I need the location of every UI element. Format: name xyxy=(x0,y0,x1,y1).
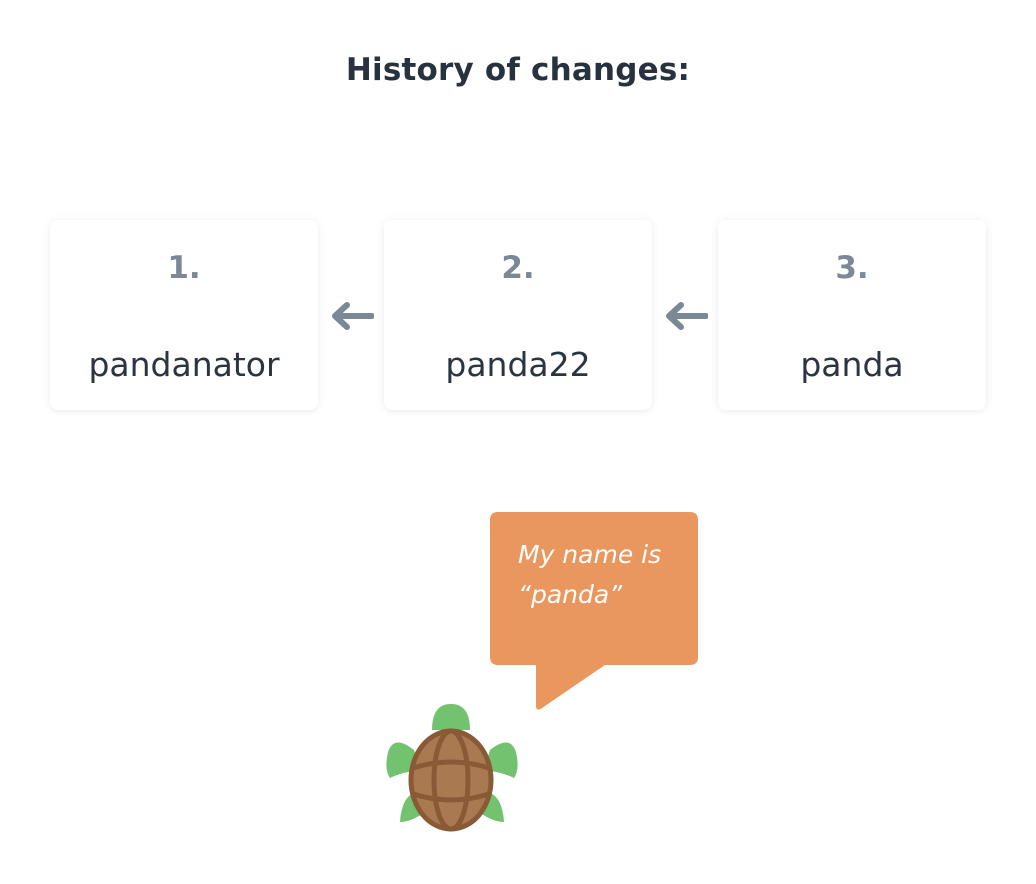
history-card-number: 1. xyxy=(167,250,201,286)
speech-bubble-text: My name is “panda” xyxy=(518,535,688,615)
arrow-left-icon xyxy=(332,302,374,330)
history-card-2: 2. panda22 xyxy=(384,220,652,410)
history-card-name: panda22 xyxy=(445,345,591,384)
speech-line-2: “panda” xyxy=(518,580,623,609)
speech-line-1: My name is xyxy=(518,540,662,569)
history-card-name: panda xyxy=(800,345,904,384)
history-card-number: 2. xyxy=(501,250,535,286)
history-card-3: 3. panda xyxy=(718,220,986,410)
history-card-name: pandanator xyxy=(88,345,280,384)
page-title: History of changes: xyxy=(345,52,691,88)
history-card-number: 3. xyxy=(835,250,869,286)
history-card-1: 1. pandanator xyxy=(50,220,318,410)
speech-bubble xyxy=(490,512,698,710)
arrow-left-icon xyxy=(666,302,708,330)
turtle-icon xyxy=(386,704,518,832)
